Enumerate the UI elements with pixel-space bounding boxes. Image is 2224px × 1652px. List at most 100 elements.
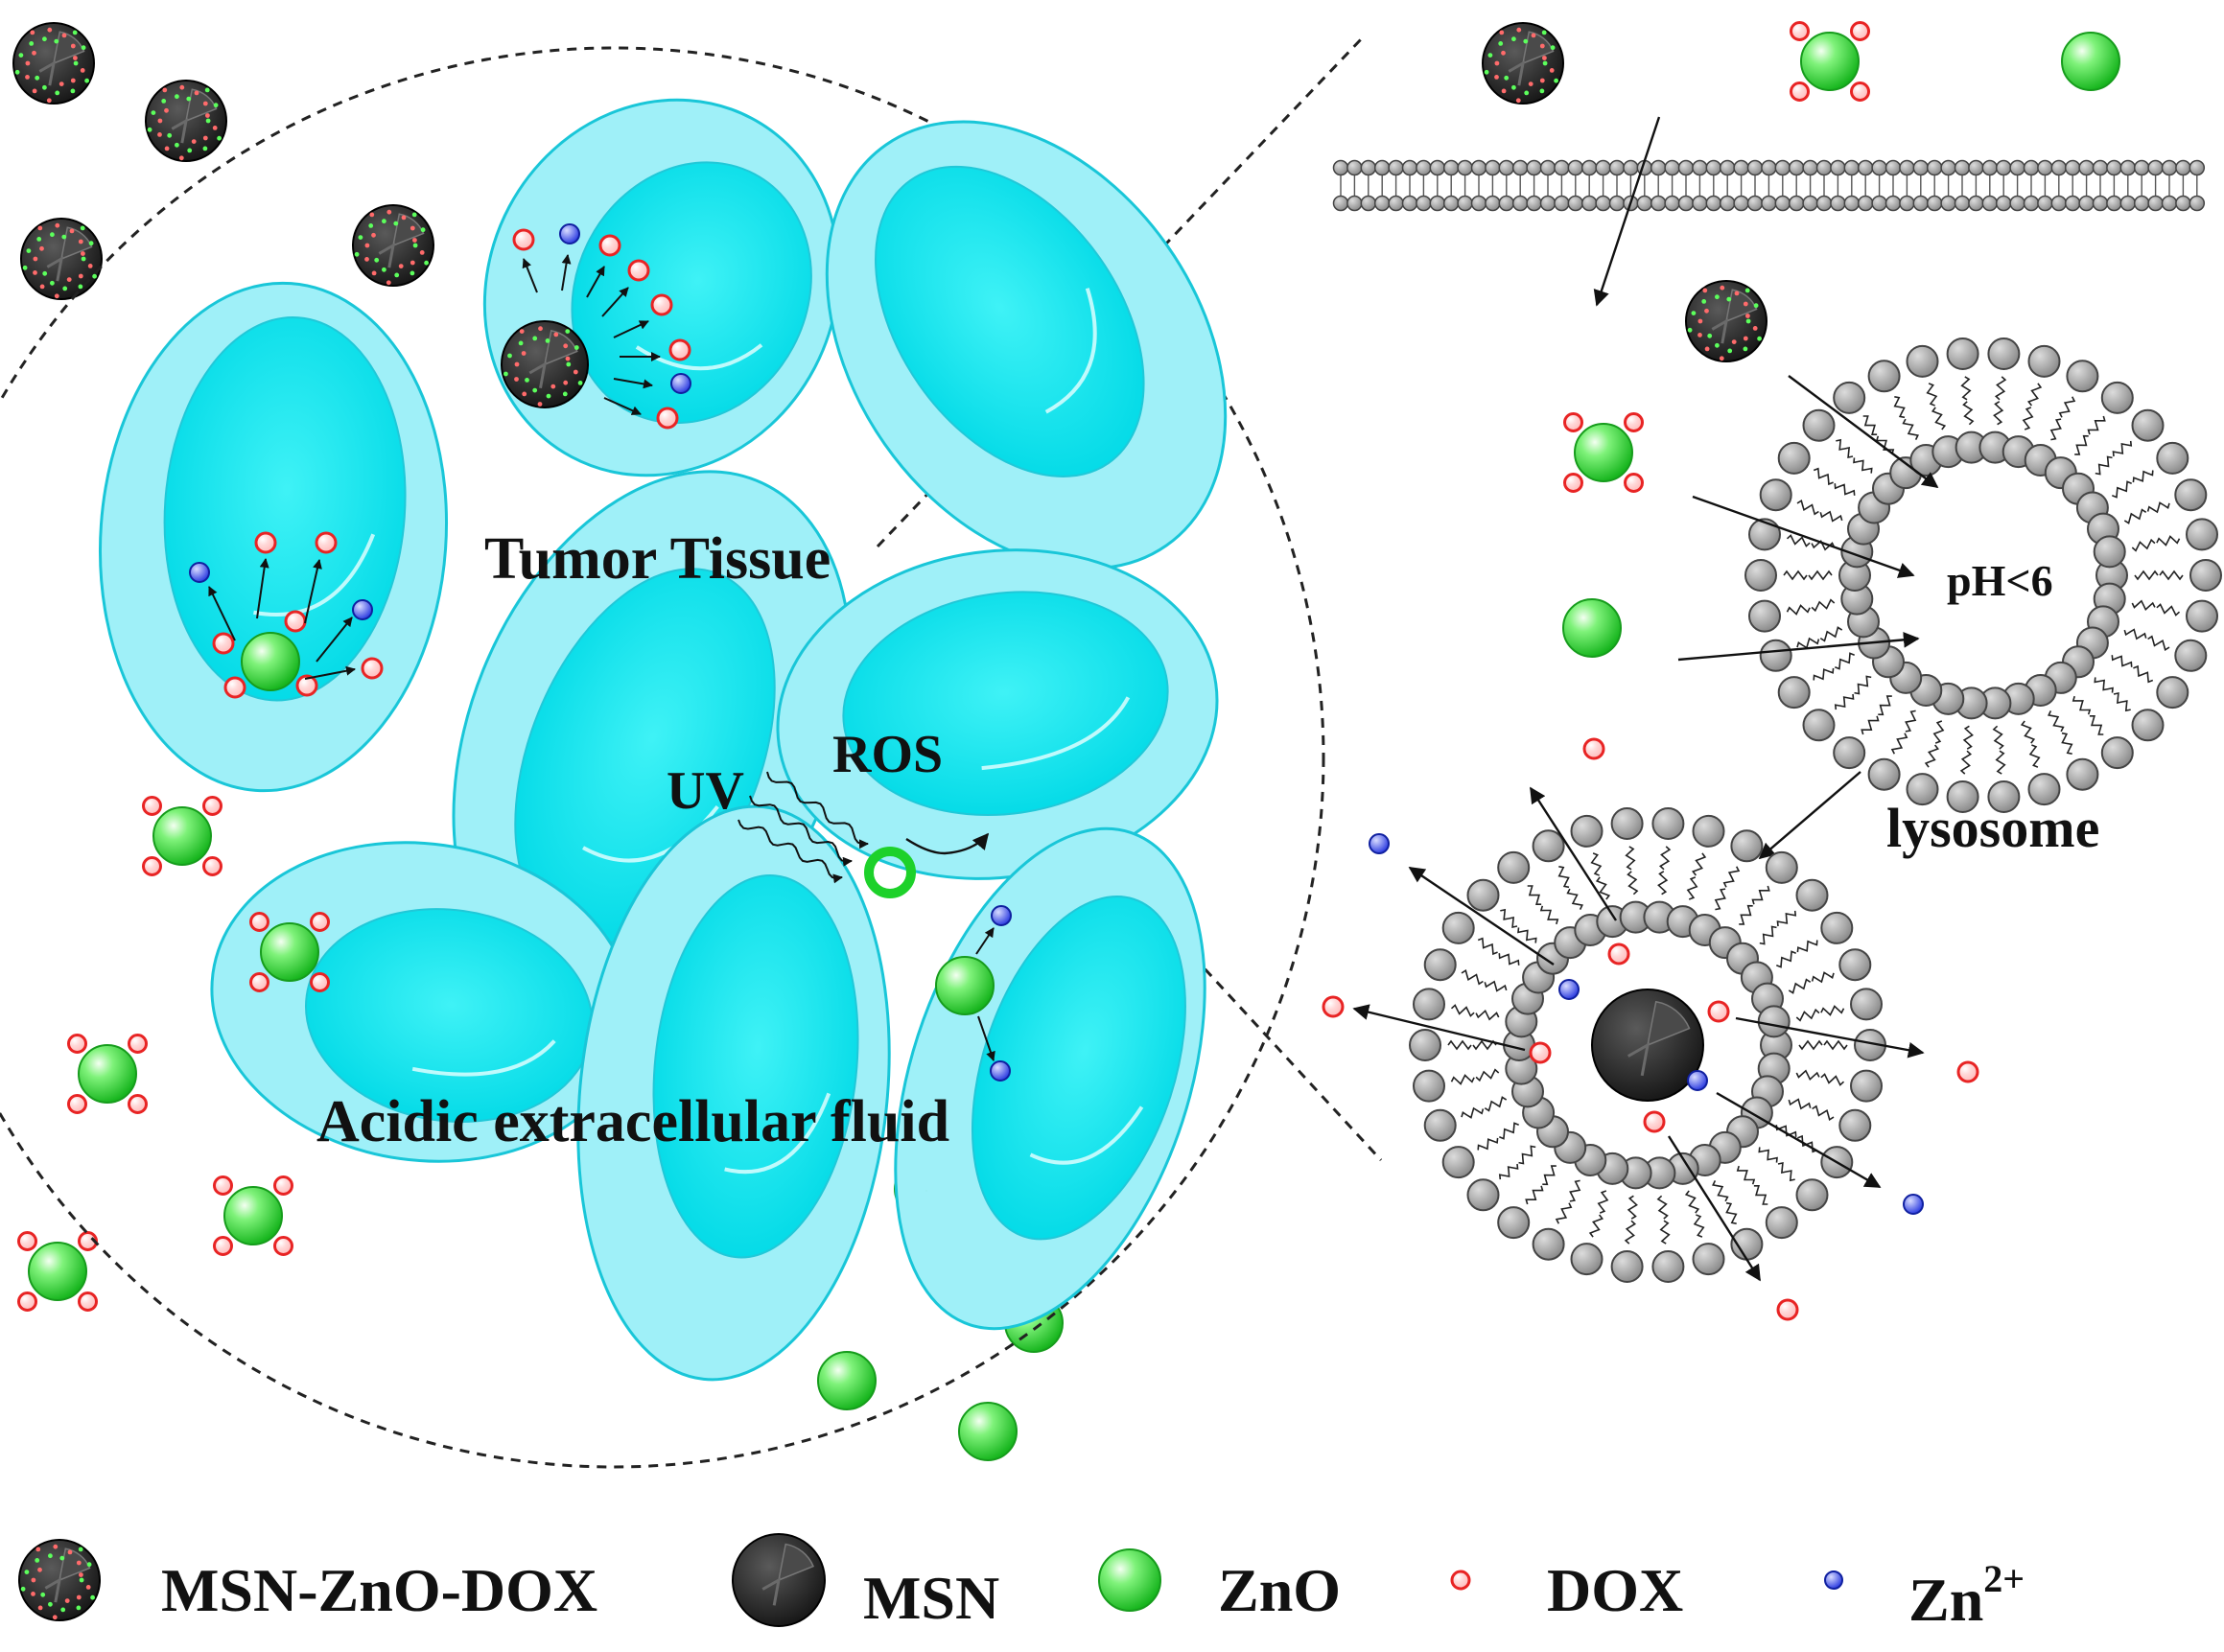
loaded-dot [424, 260, 429, 266]
lipid-tail [1811, 539, 1836, 551]
membrane-lipid [2133, 195, 2150, 212]
lipid-tail [2159, 570, 2184, 581]
membrane-lipid [1857, 159, 1874, 176]
membrane-lipid [1733, 159, 1749, 176]
lysosome-release [1409, 807, 1886, 1283]
loaded-dot [563, 380, 569, 385]
membrane-lipid [1498, 159, 1515, 176]
lipid-head-outer [1759, 639, 1792, 672]
membrane-lipid [2189, 195, 2206, 212]
membrane-lipid [2161, 195, 2178, 212]
lipid-tail [1477, 1137, 1499, 1151]
lipid-tail [2048, 710, 2065, 733]
membrane-lipid [1442, 159, 1460, 176]
loaded-dot [1701, 299, 1707, 304]
dox-molecule [142, 796, 162, 816]
loaded-dot [202, 101, 208, 106]
loaded-dot [87, 264, 93, 268]
loaded-dot [563, 343, 569, 349]
dox-molecule [249, 912, 269, 932]
zno-ros-ring [864, 847, 916, 898]
legend-msn-icon [732, 1533, 826, 1627]
membrane-lipid [1498, 195, 1515, 212]
membrane-lipid [1871, 159, 1887, 176]
lipid-tail [1739, 904, 1753, 925]
cell-highlight [981, 696, 1131, 771]
lipid-head-outer [1651, 1250, 1685, 1283]
tumor-cell [894, 826, 1206, 1331]
uv-wave-1 [749, 795, 853, 867]
lipid-tail [2134, 570, 2159, 581]
dox-molecule [67, 1034, 87, 1054]
loaded-dot [42, 84, 47, 90]
lipid-tail [1788, 978, 1812, 994]
uv-wave-2 [766, 771, 869, 849]
membrane-lipid [1830, 195, 1846, 212]
lipid-tail [1518, 1145, 1536, 1165]
membrane-lipid [1539, 159, 1557, 176]
loaded-dot [1745, 318, 1751, 324]
membrane-lipid [1554, 159, 1570, 176]
membrane-lipid [1511, 159, 1529, 176]
loaded-dot [1531, 33, 1536, 38]
lipid-tail [1819, 510, 1843, 523]
lipid-head-outer [1906, 344, 1939, 378]
membrane-lipid [1885, 195, 1902, 212]
lipid-tail [1758, 1147, 1778, 1163]
dox-molecule [1624, 473, 1644, 493]
cell-highlight [253, 533, 376, 617]
loaded-dot [33, 256, 38, 262]
lipid-tail [1776, 950, 1796, 968]
loaded-dot [36, 237, 42, 242]
membrane-lipid [1636, 195, 1653, 212]
lipid-tail [1932, 720, 1945, 744]
membrane-lipid [2147, 195, 2164, 212]
drug-release-arrow-4 [1735, 1016, 1925, 1059]
release-arrow [256, 558, 269, 619]
lipid-head-outer [2100, 381, 2134, 414]
lipid-tail [1902, 418, 1919, 440]
lipid-tail [1566, 888, 1583, 910]
msn-zno-dox-nanoparticle [20, 218, 103, 300]
loaded-dot [178, 155, 184, 161]
lipid-tail [1461, 1106, 1485, 1119]
lipid-tail [2020, 720, 2036, 744]
membrane-lipid [1485, 195, 1501, 212]
tumor-tissue-label: Tumor Tissue [484, 526, 831, 592]
membrane-lipid [1692, 159, 1708, 176]
loaded-dot [48, 1553, 53, 1559]
loaded-dot [164, 146, 170, 151]
loaded-dot [412, 243, 418, 248]
membrane-lipid [1580, 195, 1598, 212]
lipid-head-outer [2131, 408, 2165, 442]
msn-pore-channel [44, 1577, 62, 1603]
dox-molecule [223, 676, 246, 699]
loaded-dot [32, 88, 37, 94]
loaded-dot [537, 402, 543, 407]
loaded-dot [538, 326, 543, 332]
lipid-tail [1893, 396, 1906, 419]
release-arrow [304, 559, 322, 624]
loaded-dot [1542, 56, 1547, 60]
loaded-dot [371, 270, 377, 276]
loaded-dot [412, 238, 417, 243]
lipid-tail [2146, 501, 2170, 514]
membrane-lipid [1761, 159, 1777, 176]
membrane-lipid [1995, 159, 2012, 176]
release-arrow [304, 665, 356, 680]
lipid-tail [1823, 1039, 1848, 1051]
membrane-lipid [2092, 195, 2109, 212]
uptake-arrow-2 [1692, 495, 1915, 578]
loaded-dot [419, 250, 425, 255]
msn-pore-wedge [392, 213, 425, 247]
membrane-lipid [2037, 195, 2053, 212]
msn-released-core [1591, 989, 1704, 1102]
lipid-tail [1498, 1163, 1519, 1180]
lipid-tail [1905, 710, 1917, 733]
dox-molecule [213, 1175, 233, 1196]
loaded-dot [1743, 346, 1748, 352]
dox-molecule [1563, 473, 1583, 493]
zno-nanoparticle [817, 1351, 877, 1410]
loaded-dot [1702, 288, 1708, 293]
loaded-dot [66, 277, 72, 282]
